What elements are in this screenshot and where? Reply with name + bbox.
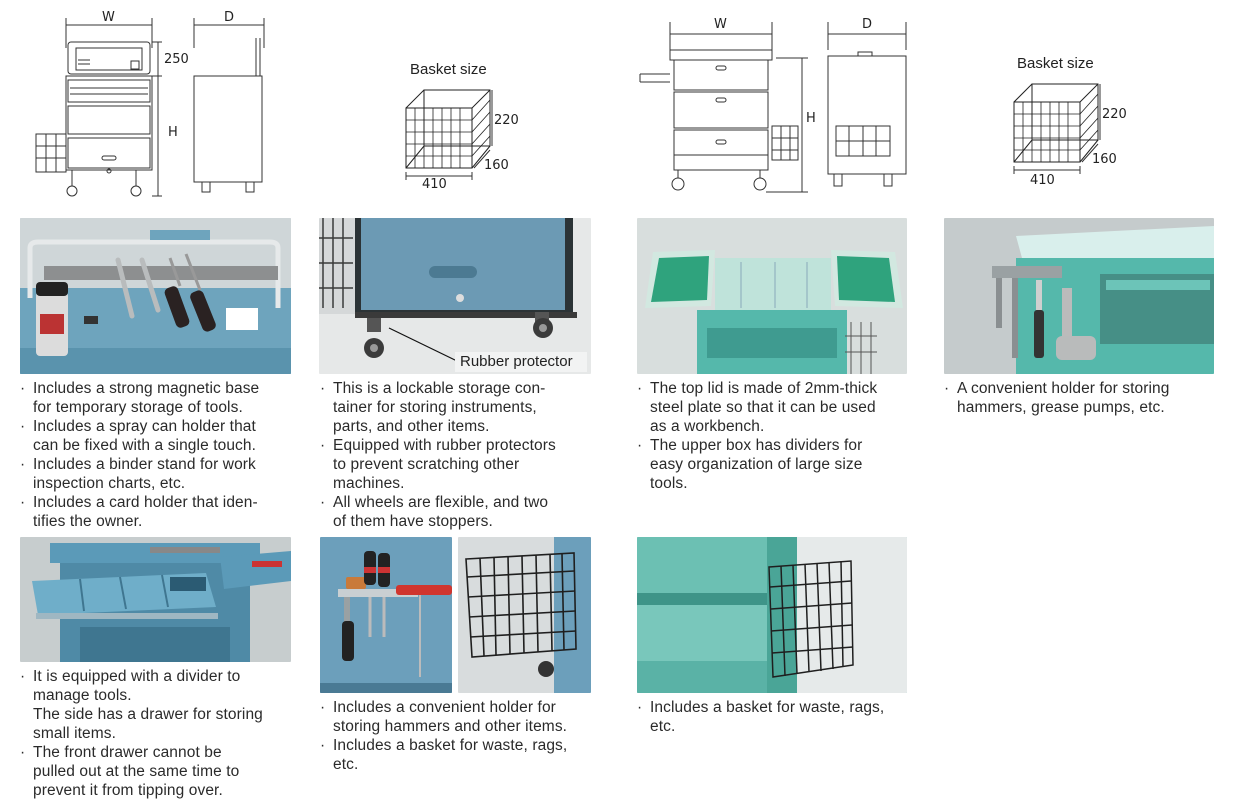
cart2-dimension-drawing: W D H [639, 17, 907, 193]
desc-item: Includes a convenient holder for storing… [320, 698, 610, 736]
basket1-width-label: 410 [422, 177, 447, 192]
desc-item: Includes a basket for waste, rags, etc. [637, 698, 927, 736]
diagram1-depth-label: D [224, 10, 234, 25]
desc-item: It is equipped with a divider to manage … [20, 667, 305, 743]
cart1-dimension-drawing: W D 250 H [35, 10, 265, 197]
basket2-depth-label: 160 [1092, 152, 1117, 167]
photo-wire-basket [458, 537, 591, 693]
desc-item: The upper box has dividers for easy orga… [637, 436, 932, 493]
basket2-title: Basket size [1017, 55, 1094, 72]
photo-top-lid-workbench [637, 218, 907, 374]
description-magnetic-base: Includes a strong magnetic base for temp… [20, 379, 305, 531]
photo-drawer-divider [20, 537, 291, 662]
photo-hammer-holder [944, 218, 1214, 374]
desc-item: Includes a card holder that iden- tifies… [20, 493, 305, 531]
photo-magnetic-base [20, 218, 291, 374]
desc-item: Includes a spray can holder that can be … [20, 417, 305, 455]
desc-item: Includes a strong magnetic base for temp… [20, 379, 305, 417]
description-drawer-divider: It is equipped with a divider to manage … [20, 667, 305, 800]
diagram2-depth-label: D [862, 17, 872, 32]
basket1-depth-label: 160 [484, 158, 509, 173]
diagram2-height-label: H [806, 111, 816, 126]
desc-item: Includes a binder stand for work inspect… [20, 455, 305, 493]
diagram1-width-label: W [102, 10, 115, 25]
desc-item: Equipped with rubber protectors to preve… [320, 436, 610, 493]
desc-item: This is a lockable storage con- tainer f… [320, 379, 610, 436]
basket1-title: Basket size [410, 61, 487, 78]
photo-lockable-storage: Rubber protector [319, 218, 591, 374]
basket1-drawing: 220 160 410 [405, 89, 519, 192]
description-hammer-holder: A convenient holder for storing hammers,… [944, 379, 1234, 417]
desc-item: A convenient holder for storing hammers,… [944, 379, 1234, 417]
description-holder-basket: Includes a convenient holder for storing… [320, 698, 610, 774]
diagram1-top-height-label: 250 [164, 52, 189, 67]
desc-item: The front drawer cannot be pulled out at… [20, 743, 305, 800]
diagram1-height-label: H [168, 125, 178, 140]
desc-item: Includes a basket for waste, rags, etc. [320, 736, 610, 774]
basket2-drawing: 220 160 410 [1013, 83, 1127, 188]
desc-item: The top lid is made of 2mm-thick steel p… [637, 379, 932, 436]
description-waste-basket: Includes a basket for waste, rags, etc. [637, 698, 927, 736]
basket1-height-label: 220 [494, 113, 519, 128]
basket2-width-label: 410 [1030, 173, 1055, 188]
photo-hammer-holder-closeup [320, 537, 452, 693]
photo-waste-basket [637, 537, 907, 693]
description-top-lid: The top lid is made of 2mm-thick steel p… [637, 379, 932, 493]
desc-item: All wheels are flexible, and two of them… [320, 493, 610, 531]
diagram2-width-label: W [714, 17, 727, 32]
rubber-protector-callout: Rubber protector [460, 353, 573, 370]
description-lockable-storage: This is a lockable storage con- tainer f… [320, 379, 610, 531]
basket2-height-label: 220 [1102, 107, 1127, 122]
